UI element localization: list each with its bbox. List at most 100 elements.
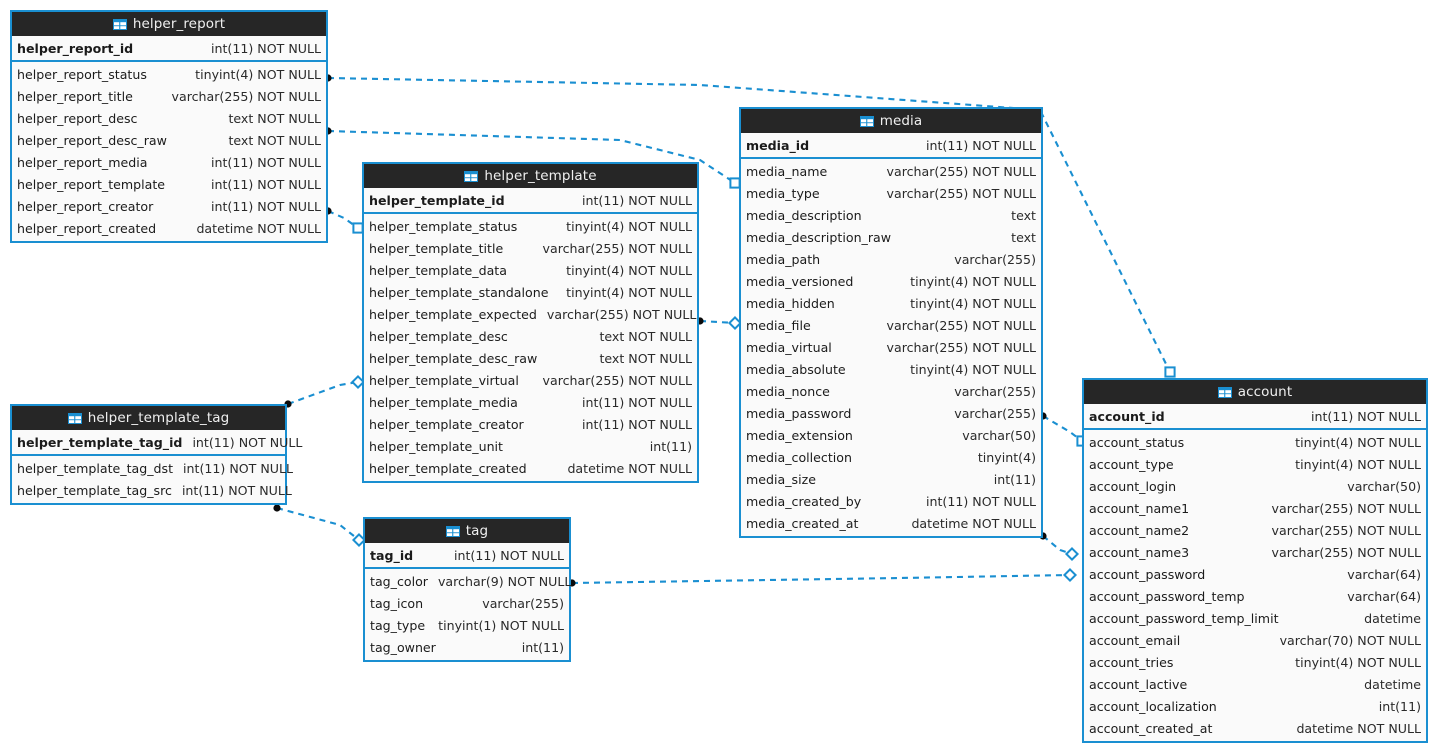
column-type: varchar(9) NOT NULL [437,573,572,589]
connector-rel-template-tag-to-template-virtual [284,374,366,408]
column-name: helper_report_template [17,176,166,192]
primary-key-section: helper_template_tag_id int(11) NOT NULL [12,430,302,456]
table-account[interactable]: account account_id int(11) NOT NULL account… [1082,378,1428,743]
table-header-helper_template_tag[interactable]: helper_template_tag [12,406,285,430]
table-grid-icon [464,170,479,182]
table-header-helper_template[interactable]: helper_template [364,164,697,188]
column-name: account_localization [1089,698,1217,714]
column-type: text NOT NULL [599,350,692,366]
column-type: tinyint(4) NOT NULL [195,66,321,82]
column-type: datetime NOT NULL [1296,720,1421,736]
column-name: helper_report_status [17,66,147,82]
table-header-helper_report[interactable]: helper_report [12,12,326,36]
table-header-tag[interactable]: tag [365,519,569,543]
column-type: int(11) NOT NULL [582,394,692,410]
column-type: varchar(50) [1347,478,1421,494]
column-row: helper_template_media int(11) NOT NULL [364,391,697,413]
column-row: account_login varchar(50) [1084,475,1426,497]
column-name: account_login [1089,478,1177,494]
column-name: helper_template_unit [369,438,503,454]
table-title: account [1237,384,1293,400]
column-name: media_description [746,207,862,223]
column-type: varchar(255) NOT NULL [886,317,1036,333]
column-name: helper_template_tag_dst [17,460,174,476]
column-type: int(11) NOT NULL [926,137,1036,153]
table-header-media[interactable]: media [741,109,1041,133]
table-header-account[interactable]: account [1084,380,1426,404]
table-grid-icon [859,115,874,127]
column-type: text [1011,207,1036,223]
column-type: tinyint(4) NOT NULL [1295,654,1421,670]
column-type: varchar(255) [954,251,1036,267]
column-name: media_name [746,163,828,179]
column-type: int(11) [521,639,564,655]
column-name: helper_template_standalone [369,284,549,300]
column-type: datetime [1364,610,1421,626]
column-type: text [1011,229,1036,245]
column-name: media_virtual [746,339,832,355]
column-name: account_status [1089,434,1185,450]
connector-rel-media-password-to-account-status [1039,412,1088,447]
column-name: account_id [1089,408,1165,424]
column-type: int(11) NOT NULL [192,434,303,450]
column-name: helper_template_status [369,218,518,234]
column-row: media_description text [741,204,1041,226]
column-name: media_versioned [746,273,854,289]
column-type: varchar(255) NOT NULL [1271,500,1421,516]
column-type: datetime NOT NULL [567,460,692,476]
column-name: media_path [746,251,821,267]
column-name: tag_icon [370,595,424,611]
column-type: int(11) NOT NULL [926,493,1036,509]
column-name: media_collection [746,449,852,465]
column-type: int(11) NOT NULL [1311,408,1421,424]
column-name: helper_template_tag_id [17,434,183,450]
column-row: media_path varchar(255) [741,248,1041,270]
column-name: tag_type [370,617,426,633]
column-name: account_password_temp_limit [1089,610,1279,626]
column-name: media_password [746,405,852,421]
column-name: helper_template_media [369,394,518,410]
column-type: varchar(64) [1347,588,1421,604]
column-type: datetime NOT NULL [196,220,321,236]
column-type: int(11) NOT NULL [183,460,294,476]
column-name: helper_report_desc [17,110,138,126]
column-name: media_hidden [746,295,835,311]
column-type: int(11) NOT NULL [582,192,692,208]
primary-key-row: helper_template_tag_id int(11) NOT NULL [12,431,302,453]
column-type: tinyint(4) NOT NULL [910,295,1036,311]
column-type: tinyint(1) NOT NULL [438,617,564,633]
column-name: helper_template_created [369,460,527,476]
column-type: int(11) NOT NULL [211,40,321,56]
column-name: helper_template_title [369,240,504,256]
